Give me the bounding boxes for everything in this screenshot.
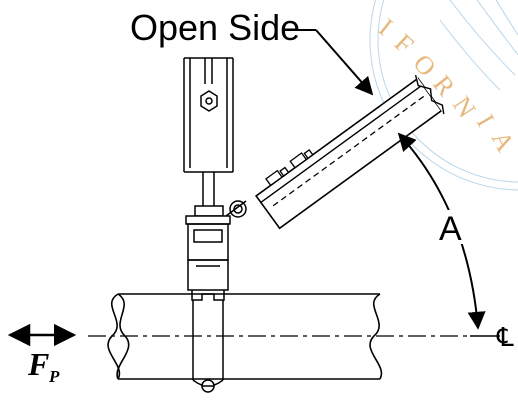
open-side-label: Open Side: [130, 7, 300, 48]
angle-label-bg: [436, 210, 470, 244]
strut-clamp: [187, 223, 229, 301]
force-subscript: P: [48, 367, 60, 386]
watermark-seal: I F O R N I A: [369, 0, 518, 191]
pipe: [107, 293, 383, 380]
angled-brace: [255, 74, 445, 230]
angle-label: A: [439, 210, 462, 248]
open-side-leader: [298, 29, 374, 96]
svg-text:O: O: [408, 49, 442, 82]
svg-text:I: I: [471, 110, 500, 132]
svg-text:A: A: [486, 126, 518, 156]
force-label: F: [27, 346, 49, 382]
centerline-symbol: ℄: [496, 322, 514, 352]
hinge-fitting: [185, 200, 247, 225]
pipe-clamp-strap: [192, 300, 224, 393]
threaded-rod: [202, 172, 215, 206]
svg-text:N: N: [447, 91, 482, 123]
svg-text:F: F: [389, 28, 419, 59]
svg-text:I: I: [373, 13, 398, 41]
vertical-strut: [183, 57, 234, 173]
